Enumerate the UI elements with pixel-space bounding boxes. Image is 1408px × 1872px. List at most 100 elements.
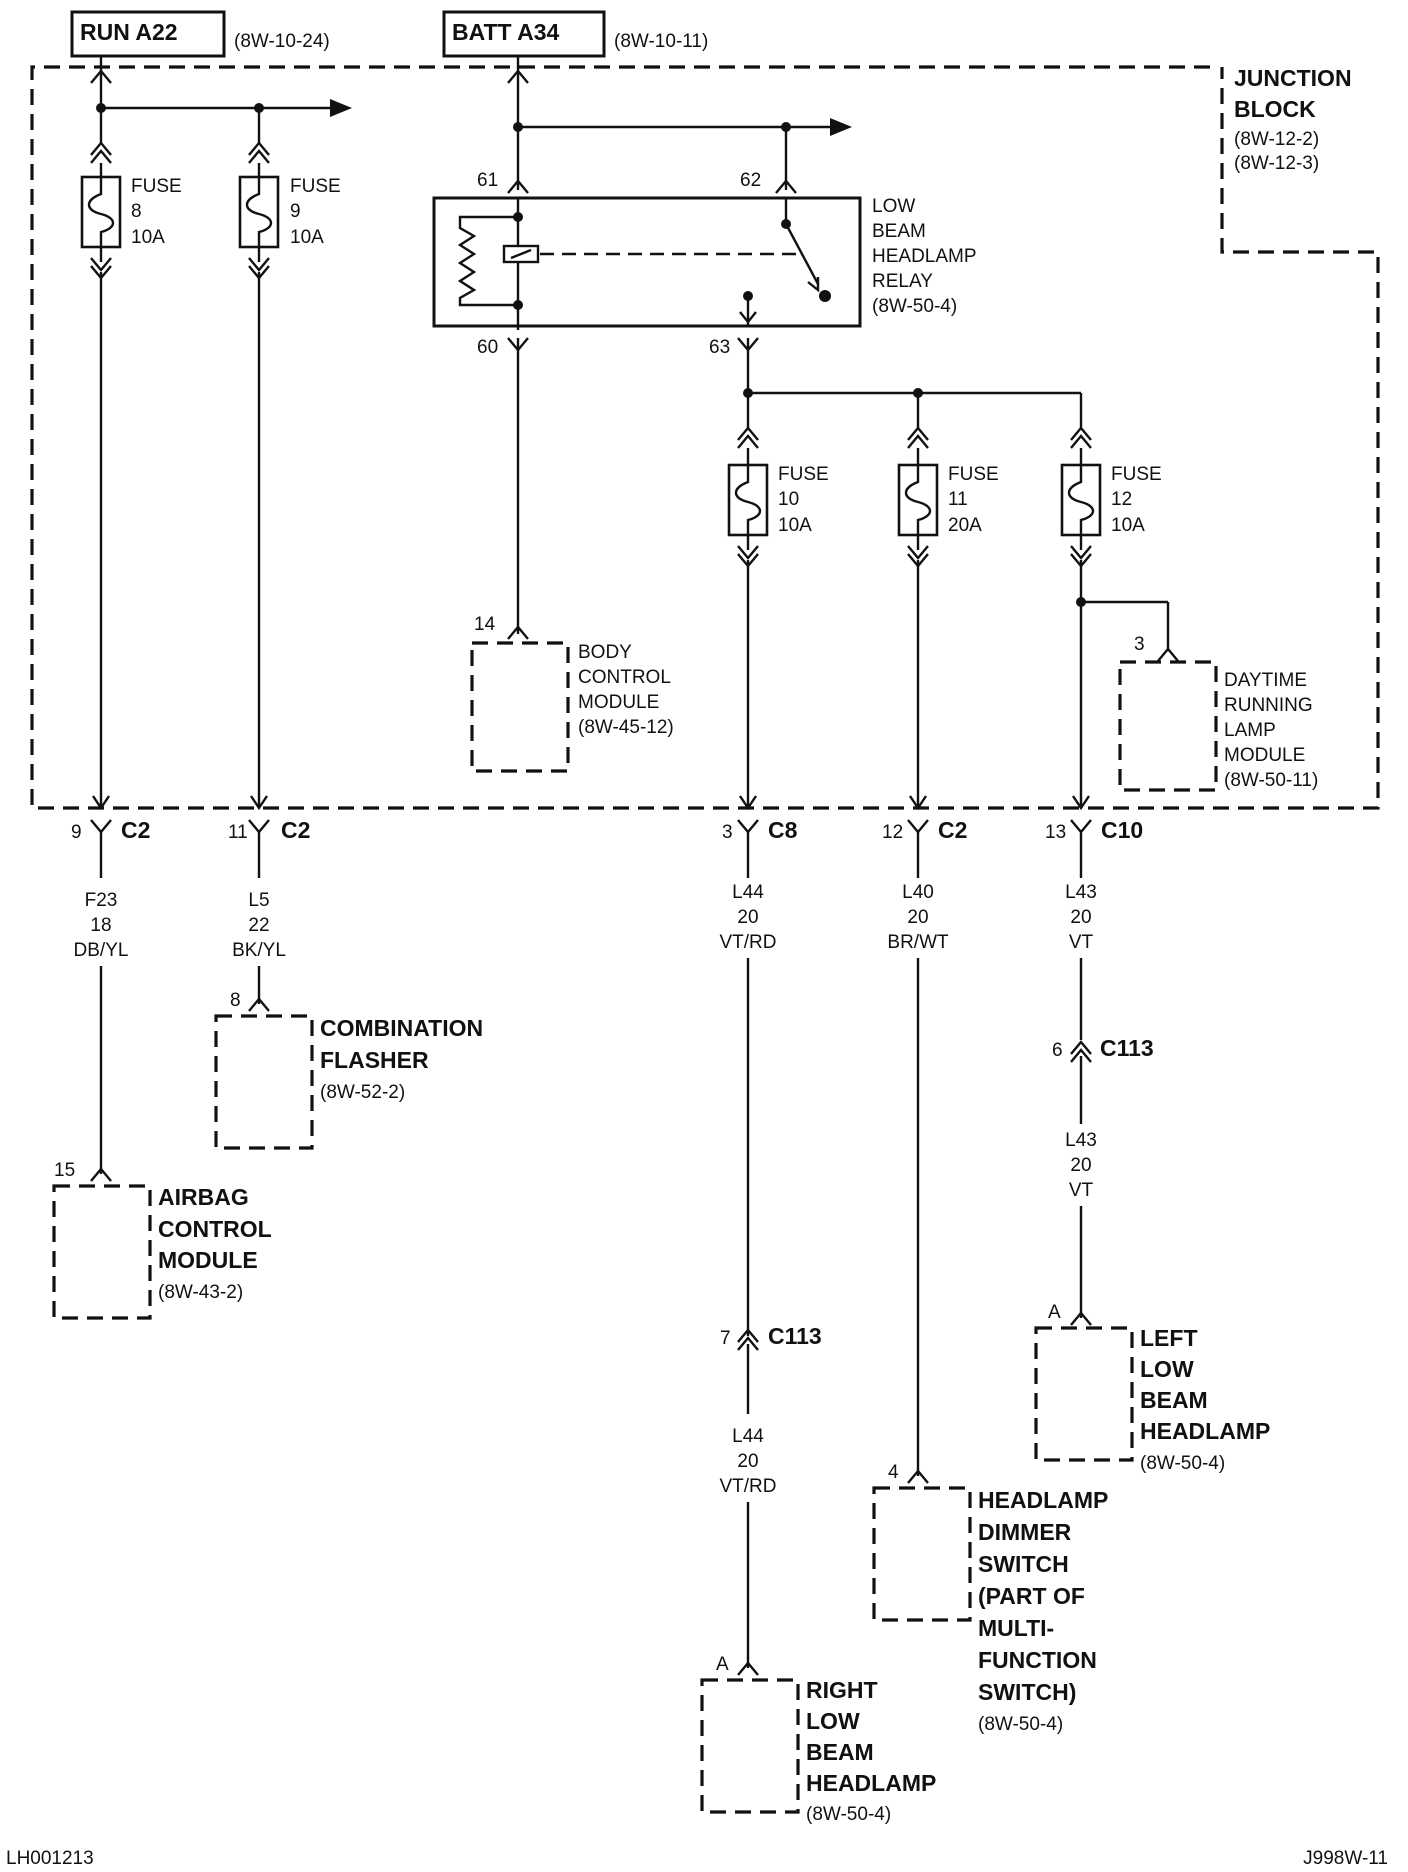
svg-text:(8W-50-11): (8W-50-11) [1224,770,1318,791]
batt-feed-wiring [506,56,852,195]
svg-text:11: 11 [948,489,968,510]
right-low-beam-headlamp: A RIGHT LOW BEAM HEADLAMP (8W-50-4) [700,1654,936,1825]
batt-a34-ref: (8W-10-11) [614,31,708,52]
svg-text:8: 8 [131,201,142,222]
svg-text:FUSE: FUSE [131,176,182,197]
inline-connector-7-c113: 7 C113 [720,1323,822,1352]
svg-text:C10: C10 [1101,817,1143,843]
svg-text:BLOCK: BLOCK [1234,96,1316,122]
continuation-arrow-icon [830,118,852,136]
svg-text:L43: L43 [1065,1130,1097,1151]
svg-text:14: 14 [474,614,496,635]
svg-text:SWITCH: SWITCH [978,1551,1069,1577]
svg-text:VT/RD: VT/RD [720,1476,777,1497]
svg-text:12: 12 [1111,489,1132,510]
svg-text:L44: L44 [732,882,764,903]
svg-text:3: 3 [722,822,733,843]
svg-text:LOW: LOW [872,196,915,217]
svg-text:C2: C2 [938,817,967,843]
relay-pin-62: 62 [740,170,761,191]
svg-text:C8: C8 [768,817,798,843]
svg-text:15: 15 [54,1160,75,1181]
connector-13-c10: 13 C10 [1045,817,1143,843]
svg-text:VT: VT [1069,932,1094,953]
svg-text:C113: C113 [1100,1035,1154,1061]
wire-l5: L5 22 BK/YL [232,832,286,1013]
svg-text:7: 7 [720,1328,731,1349]
svg-text:A: A [1048,1302,1061,1323]
svg-text:4: 4 [888,1462,899,1483]
svg-text:(8W-12-2): (8W-12-2) [1234,129,1319,150]
svg-text:BEAM: BEAM [1140,1387,1208,1413]
svg-text:CONTROL: CONTROL [158,1216,272,1242]
svg-text:(8W-43-2): (8W-43-2) [158,1282,243,1303]
svg-text:A: A [716,1654,729,1675]
svg-text:VT/RD: VT/RD [720,932,777,953]
svg-text:FUSE: FUSE [290,176,341,197]
svg-text:L5: L5 [248,890,269,911]
combination-flasher: 8 COMBINATION FLASHER (8W-52-2) [214,990,483,1150]
fuse-10: FUSE 10 10A [727,448,829,811]
svg-text:HEADLAMP: HEADLAMP [1140,1418,1270,1444]
svg-text:6: 6 [1052,1040,1063,1061]
svg-text:22: 22 [248,915,269,936]
svg-text:18: 18 [90,915,111,936]
junction-block-label: JUNCTION BLOCK (8W-12-2) (8W-12-3) [1234,65,1352,174]
svg-text:20: 20 [737,1451,758,1472]
svg-text:20: 20 [737,907,758,928]
connector-9-c2: 9 C2 [71,817,150,843]
svg-text:COMBINATION: COMBINATION [320,1015,483,1041]
svg-text:(8W-50-4): (8W-50-4) [806,1804,891,1825]
svg-text:FLASHER: FLASHER [320,1047,429,1073]
svg-text:12: 12 [882,822,903,843]
fuse-8: FUSE 8 10A [80,163,182,811]
svg-text:MODULE: MODULE [578,692,659,713]
footer-right-code: J998W-11 [1303,1848,1388,1869]
batt-a34-label: BATT A34 [452,19,560,45]
relay-to-bcm-wire [506,336,530,641]
svg-text:(8W-50-4): (8W-50-4) [1140,1453,1225,1474]
fuse-12: FUSE 12 10A [1060,448,1180,811]
svg-text:FUSE: FUSE [1111,464,1162,485]
svg-text:20: 20 [1070,1155,1091,1176]
run-a22-ref: (8W-10-24) [234,31,330,52]
relay-output-splice [736,336,1093,450]
svg-text:9: 9 [290,201,301,222]
connector-3-c8: 3 C8 [722,817,798,843]
svg-text:DIMMER: DIMMER [978,1519,1072,1545]
svg-text:L40: L40 [902,882,934,903]
svg-text:FUNCTION: FUNCTION [978,1647,1097,1673]
svg-text:VT: VT [1069,1180,1094,1201]
svg-text:AIRBAG: AIRBAG [158,1184,249,1210]
svg-text:20A: 20A [948,515,982,536]
wire-l43-lower: L43 20 VT [1065,1056,1097,1327]
svg-text:10A: 10A [778,515,812,536]
left-low-beam-headlamp: A LEFT LOW BEAM HEADLAMP (8W-50-4) [1034,1302,1270,1474]
svg-text:RELAY: RELAY [872,271,933,292]
relay-pin-60: 60 [477,337,498,358]
svg-text:RIGHT: RIGHT [806,1677,878,1703]
svg-text:10A: 10A [131,227,165,248]
wire-l40: L40 20 BR/WT [887,832,949,1485]
svg-text:(8W-45-12): (8W-45-12) [578,717,674,738]
wire-l44-lower: L44 20 VT/RD [720,1344,777,1677]
svg-text:20: 20 [1070,907,1091,928]
svg-text:LOW: LOW [1140,1356,1194,1382]
svg-text:MULTI-: MULTI- [978,1615,1054,1641]
svg-text:BODY: BODY [578,642,632,663]
relay-pin-63: 63 [709,337,730,358]
body-control-module: 14 BODY CONTROL MODULE (8W-45-12) [470,614,674,773]
continuation-arrow-icon [330,99,352,117]
svg-text:9: 9 [71,822,82,843]
svg-text:(8W-12-3): (8W-12-3) [1234,153,1319,174]
svg-text:HEADLAMP: HEADLAMP [978,1487,1108,1513]
svg-text:SWITCH): SWITCH) [978,1679,1076,1705]
svg-text:20: 20 [907,907,928,928]
svg-text:BEAM: BEAM [806,1739,874,1765]
svg-text:(PART OF: (PART OF [978,1583,1085,1609]
headlamp-dimmer-switch: 4 HEADLAMP DIMMER SWITCH (PART OF MULTI-… [872,1462,1108,1735]
svg-text:10: 10 [778,489,799,510]
svg-text:LOW: LOW [806,1708,860,1734]
svg-text:HEADLAMP: HEADLAMP [806,1770,936,1796]
